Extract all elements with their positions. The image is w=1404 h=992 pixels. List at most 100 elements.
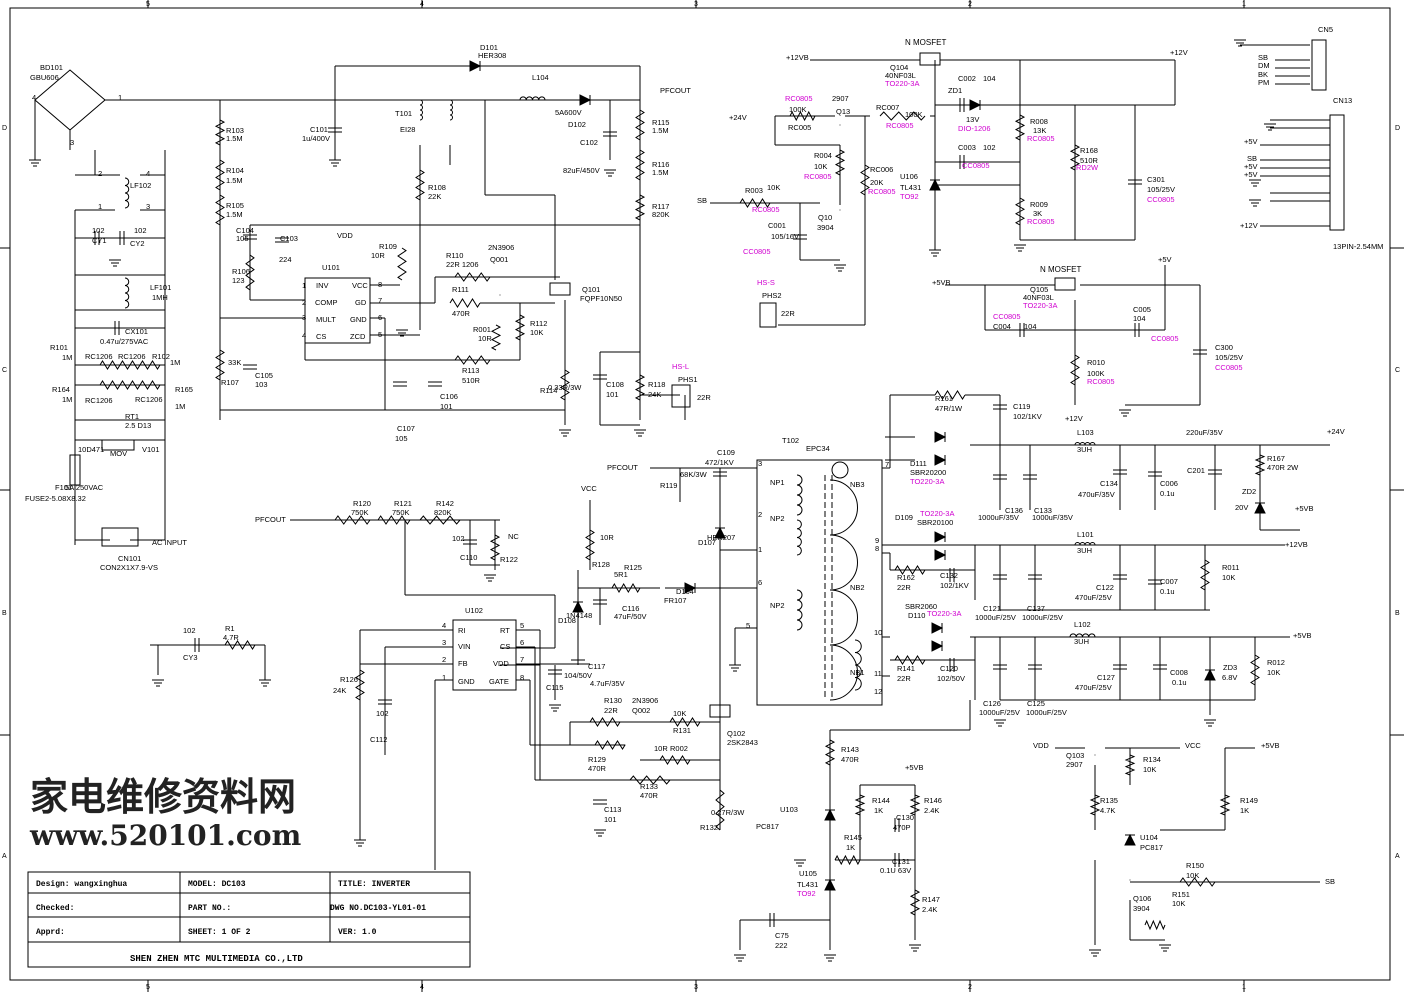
- schematic-label: R134: [1143, 755, 1161, 764]
- schematic-label: 3: [146, 202, 150, 211]
- schematic-label: +5V: [1244, 170, 1258, 179]
- watermark-url: www.520101.com: [29, 819, 301, 852]
- schematic-label: V101: [142, 445, 160, 454]
- schematic-label: RC0805: [752, 205, 780, 214]
- schematic-label: 13V: [966, 115, 979, 124]
- resistor-icon: [454, 355, 491, 365]
- schematic-label: R145: [844, 833, 862, 842]
- diode-icon: [684, 582, 697, 594]
- resistor-icon: [514, 314, 526, 341]
- schematic-label: C132: [940, 571, 958, 580]
- schematic-label: GND: [458, 677, 475, 686]
- schematic-label: U102: [465, 606, 483, 615]
- schematic-label: 0.33R/3W: [548, 383, 582, 392]
- schematic-label: C115: [546, 683, 563, 692]
- schematic-label: TL431: [900, 183, 921, 192]
- schematic-label: 105/16V: [771, 232, 799, 241]
- schematic-label: C134: [1100, 479, 1118, 488]
- resistor-icon: [739, 198, 771, 208]
- schematic-label: R107: [221, 378, 239, 387]
- schematic-label: C121: [983, 604, 1001, 613]
- schematic-label: 2N3906: [488, 243, 514, 252]
- schematic-label: 2N3906: [632, 696, 658, 705]
- schematic-label: CN101: [118, 554, 141, 563]
- schematic-label: SBR20200: [910, 468, 946, 477]
- tb-part: PART NO.:: [188, 904, 231, 913]
- border-number: 5: [146, 1, 150, 8]
- schematic-label: R142: [436, 499, 454, 508]
- schematic-label: 470uF/35V: [1078, 490, 1115, 499]
- schematic-label: 820K: [434, 508, 452, 517]
- schematic-label: EPC34: [806, 444, 830, 453]
- schematic-label: C105: [255, 371, 273, 380]
- schematic-label: HS-L: [672, 362, 689, 371]
- schematic-label: +24V: [1327, 427, 1345, 436]
- schematic-label: 22R 1206: [446, 260, 479, 269]
- schematic-label: 10K: [814, 162, 827, 171]
- schematic-label: 123: [232, 276, 245, 285]
- schematic-label: 40NF03L: [885, 71, 916, 80]
- schematic-label: R143: [841, 745, 859, 754]
- schematic-label: RC0805: [1087, 377, 1115, 386]
- resistor-icon: [489, 534, 501, 561]
- schematic-label: RT: [500, 626, 510, 635]
- schematic-label: C110: [460, 553, 477, 562]
- schematic-label: C112: [370, 735, 387, 744]
- watermark-chinese: 家电维修资料网: [30, 774, 296, 819]
- schematic-label: RC0805: [785, 94, 813, 103]
- schematic-label: +5VB: [932, 278, 951, 287]
- schematic-label: MOV: [110, 449, 127, 458]
- schematic-label: 102/1KV: [940, 581, 969, 590]
- schematic-label: C131: [892, 857, 910, 866]
- resistor-icon: [1179, 877, 1216, 887]
- schematic-label: 4: [442, 621, 446, 630]
- transformer-T102-core: [824, 461, 849, 700]
- resistor-icon: [1219, 794, 1231, 816]
- schematic-label: 22R: [697, 393, 711, 402]
- resistor-icon: [99, 380, 131, 390]
- schematic-label: 2907: [1066, 760, 1083, 769]
- schematic-label: C116: [622, 604, 639, 613]
- schematic-label: TO220-3A: [920, 509, 954, 518]
- resistor-icon: [397, 247, 407, 281]
- schematic-label: D107: [698, 538, 716, 547]
- schematic-label: ZCD: [350, 332, 366, 341]
- mosfet-icon: [1054, 277, 1076, 291]
- schematic-label: R117: [652, 202, 669, 211]
- resistor-icon: [99, 360, 131, 370]
- inductor-icon: [124, 177, 130, 209]
- schematic-label: 10K: [530, 328, 543, 337]
- schematic-label: CON2X1X7.9-VS: [100, 563, 158, 572]
- schematic-label: 1.5M: [226, 176, 243, 185]
- schematic-label: 100K: [905, 110, 923, 119]
- border-number: 4: [420, 984, 424, 991]
- schematic-label: SB: [1247, 154, 1257, 163]
- resistor-icon: [1124, 754, 1136, 776]
- resistor-icon: [854, 794, 866, 816]
- schematic-label: D111: [910, 459, 927, 468]
- schematic-label: CY3: [183, 653, 198, 662]
- schematic-label: FR107: [664, 596, 687, 605]
- schematic-label: Q104: [890, 63, 908, 72]
- schematic-label: +5VB: [1261, 741, 1280, 750]
- schematic-label: PHS2: [762, 291, 782, 300]
- inductor-icon: [1069, 633, 1096, 638]
- schematic-label: 470R 2W: [1267, 463, 1299, 472]
- schematic-label: R1: [225, 624, 235, 633]
- border-letter: A: [1395, 853, 1400, 860]
- tb-apprd: Apprd:: [36, 928, 65, 937]
- schematic-label: RI: [458, 626, 466, 635]
- schematic-label: 10R: [600, 533, 614, 542]
- diode-icon: [579, 94, 592, 106]
- tb-checked: Checked:: [36, 904, 74, 913]
- schematic-label: R149: [1240, 796, 1258, 805]
- schematic-label: HS-S: [757, 278, 775, 287]
- schematic-label: 4: [32, 93, 36, 102]
- schematic-label: R115: [652, 118, 669, 127]
- mosfet-icon: [919, 52, 941, 66]
- resistor-icon: [1089, 794, 1101, 816]
- schematic-label: 6: [520, 638, 524, 647]
- schematic-label: RC0805: [886, 121, 914, 130]
- schematic-label: 470R: [588, 764, 607, 773]
- schematic-label: BK: [1258, 70, 1268, 79]
